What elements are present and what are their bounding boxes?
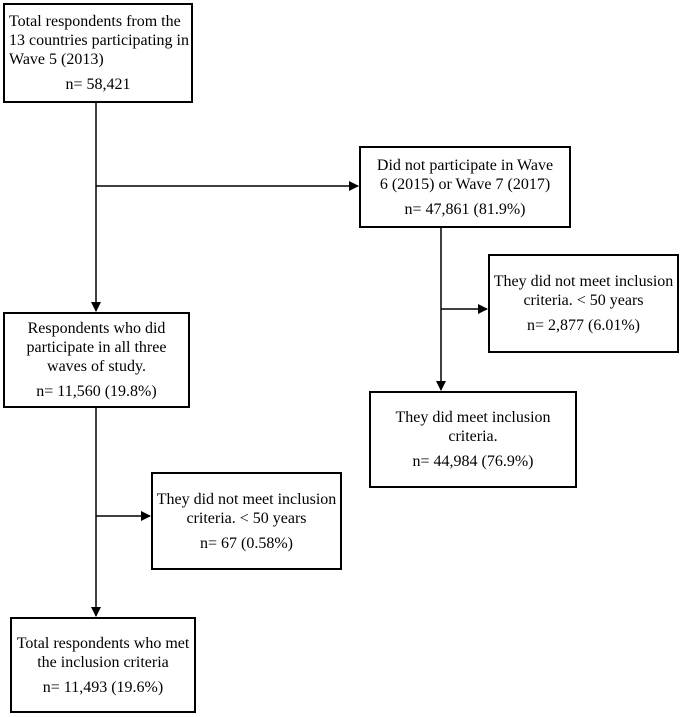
box-included-right: They did meet inclusion criteria. n= 44,… — [369, 391, 577, 488]
box-count: n= 47,861 (81.9%) — [404, 200, 526, 218]
box-text-line: waves of study. — [47, 358, 146, 375]
box-did-not-participate: Did not participate in Wave 6 (2015) or … — [359, 146, 571, 228]
box-text-line: the inclusion criteria — [37, 653, 169, 671]
box-text-line: Total respondents who met — [16, 634, 190, 652]
box-text-line: They did meet inclusion — [395, 409, 551, 426]
box-participated-all-waves: Respondents who did participate in all t… — [3, 312, 190, 408]
box-text-line: Did not participate in Wave — [376, 156, 554, 174]
box-text-line: 6 (2015) or Wave 7 (2017) — [379, 175, 551, 193]
box-count: n= 58,421 — [65, 76, 131, 93]
box-text-line: Total respondents from the — [9, 13, 181, 30]
box-text-line: participate in all three — [26, 339, 167, 356]
box-text-line: They did not meet inclusion — [156, 490, 337, 508]
box-count: n= 11,560 (19.8%) — [36, 383, 157, 400]
box-count: n= 2,877 (6.01%) — [526, 317, 640, 334]
box-text-line: 13 countries participating in — [9, 32, 189, 49]
box-excluded-right: They did not meet inclusion criteria. < … — [488, 254, 679, 353]
box-final-included: Total respondents who met the inclusion … — [10, 617, 196, 713]
box-text-line: criteria. < 50 years — [186, 509, 307, 527]
box-text-line: criteria. < 50 years — [523, 292, 644, 309]
box-text-line: They did not meet inclusion — [493, 273, 674, 290]
box-text-line: criteria. — [448, 428, 498, 445]
box-text-line: Respondents who did — [27, 320, 166, 337]
box-total-respondents: Total respondents from the 13 countries … — [3, 3, 193, 103]
box-count: n= 67 (0.58%) — [199, 534, 293, 552]
box-text-line: Wave 5 (2013) — [9, 51, 104, 68]
box-excluded-left: They did not meet inclusion criteria. < … — [151, 472, 342, 570]
box-count: n= 44,984 (76.9%) — [412, 453, 534, 470]
box-count: n= 11,493 (19.6%) — [42, 678, 164, 696]
